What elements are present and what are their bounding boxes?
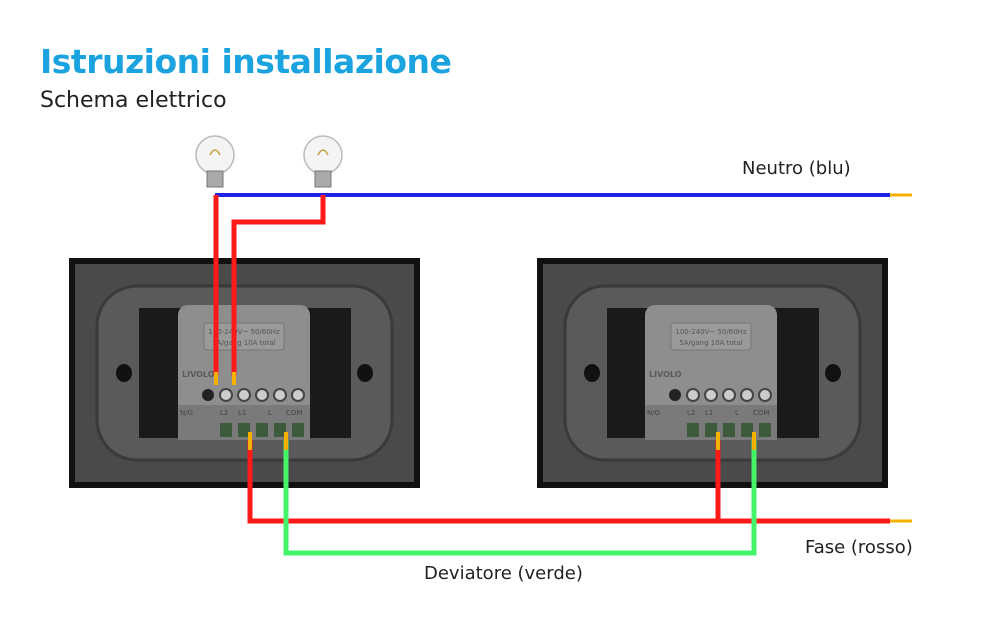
module-rating-2: 5A/gang 10A total bbox=[679, 339, 742, 347]
terminal-label-ng: N/G bbox=[647, 409, 660, 417]
terminal-label-l: L bbox=[735, 409, 739, 417]
terminal-label-com: COM bbox=[286, 409, 302, 417]
terminal-label-com: COM bbox=[753, 409, 769, 417]
module-brand: LIVOLO bbox=[182, 370, 215, 379]
terminal-label-l: L bbox=[268, 409, 272, 417]
phase-label: Fase (rosso) bbox=[805, 537, 913, 558]
page-title: Istruzioni installazione bbox=[40, 42, 452, 81]
terminal-label-l2: L2 bbox=[687, 409, 695, 417]
phase-wire bbox=[247, 440, 890, 524]
module-rating-1: 100-240V~ 50/60Hz bbox=[208, 328, 280, 336]
terminal-tips bbox=[214, 372, 756, 450]
lamp-2-icon bbox=[303, 135, 343, 188]
terminal-label-l1: L1 bbox=[238, 409, 246, 417]
lamp2-wire bbox=[231, 195, 326, 375]
switch-module-left: 100-240V~ 50/60Hz 5A/gang 10A total LIVO… bbox=[177, 304, 311, 441]
traveler-label: Deviatore (verde) bbox=[424, 563, 583, 584]
switch-module-right: 100-240V~ 50/60Hz 5A/gang 10A total LIVO… bbox=[644, 304, 778, 441]
module-brand: LIVOLO bbox=[649, 370, 682, 379]
terminal-label-l2: L2 bbox=[220, 409, 228, 417]
terminal-label-ng: N/G bbox=[180, 409, 193, 417]
page-subtitle: Schema elettrico bbox=[40, 88, 227, 113]
module-rating-1: 100-240V~ 50/60Hz bbox=[675, 328, 747, 336]
lamp-1-icon bbox=[195, 135, 235, 188]
module-rating-2: 5A/gang 10A total bbox=[212, 339, 275, 347]
traveler-wire bbox=[283, 440, 757, 556]
terminal-label-l1: L1 bbox=[705, 409, 713, 417]
neutral-label: Neutro (blu) bbox=[742, 158, 851, 179]
